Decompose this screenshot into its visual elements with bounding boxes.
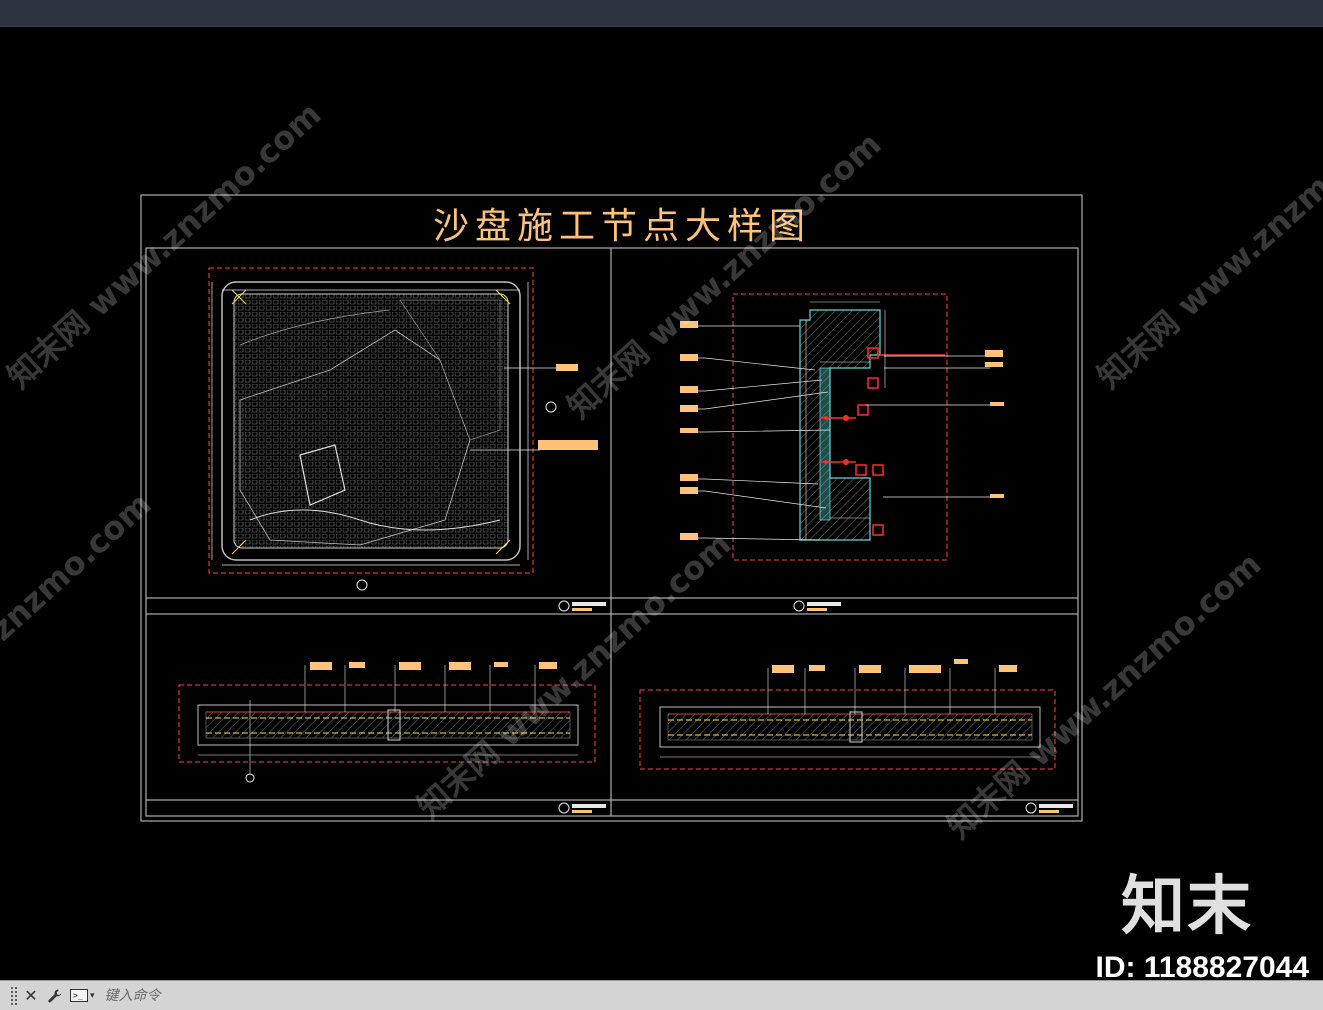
strip-section-left (178, 662, 606, 814)
command-line-grip[interactable] (10, 985, 18, 1006)
ribbon-edge (0, 0, 1323, 27)
watermark: 知末网 www.znzmo.com (0, 485, 158, 786)
section-detail-panel (680, 293, 1004, 561)
brand-id-label: ID: 1188827044 (1095, 951, 1309, 984)
close-icon[interactable]: ✕ (24, 986, 38, 1005)
panel-labels-upper (558, 600, 841, 612)
drawing-title: 沙盘施工节点大样图 (433, 206, 811, 247)
watermark: 知末网 www.znzmo.com (940, 545, 1268, 846)
sheet-frame (140, 194, 1083, 822)
watermark: 知末网 www.znzmo.com (410, 525, 738, 826)
brand-logo: 知末 (1121, 870, 1253, 944)
drawing-canvas[interactable]: 沙盘施工节点大样图 (0, 27, 1323, 980)
chevron-down-icon: ▾ (90, 990, 95, 1001)
command-prompt-button[interactable]: >_ ▾ (70, 985, 95, 1007)
watermark: 知末网 www.znzmo.com (1090, 95, 1323, 396)
command-prompt-icon: >_ (70, 989, 88, 1002)
strip-section-right (639, 659, 1073, 814)
wrench-icon[interactable] (44, 985, 66, 1007)
site-plan-panel (208, 267, 598, 591)
command-line: ✕ >_ ▾ (0, 980, 1323, 1010)
watermark: 知末网 www.znzmo.com (560, 125, 888, 426)
command-input[interactable] (102, 983, 407, 1008)
